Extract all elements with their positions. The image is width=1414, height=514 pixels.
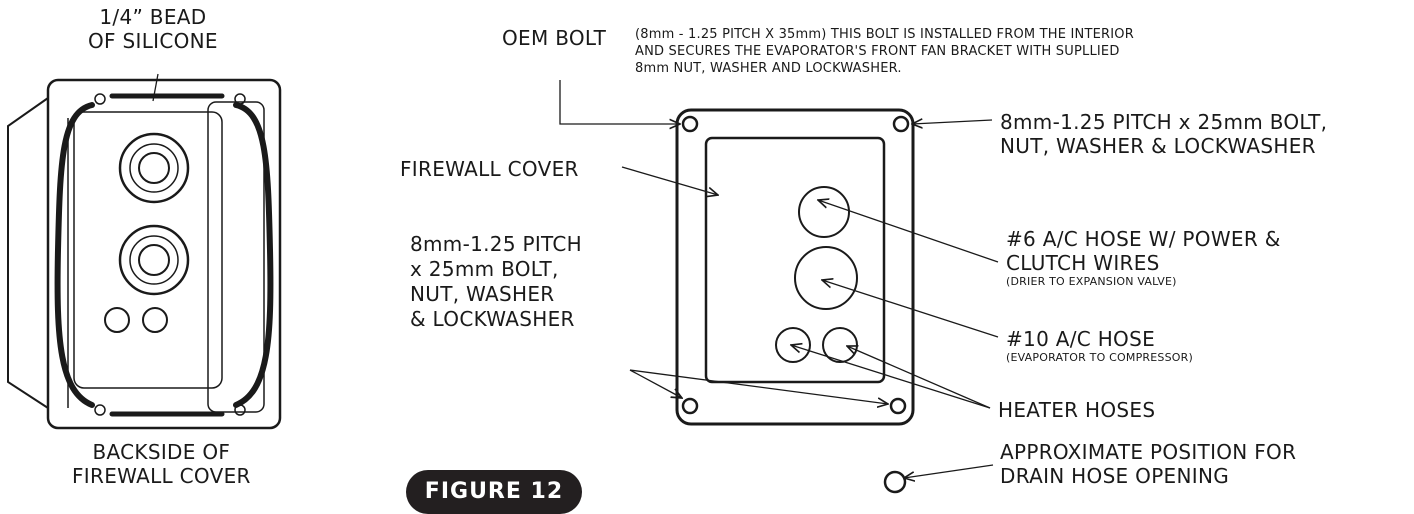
drain-hose-label: APPROXIMATE POSITION FOR DRAIN HOSE OPEN…	[1000, 440, 1296, 488]
drain-hole-marker	[883, 470, 907, 494]
backside-recess	[73, 111, 223, 389]
backside-heater-hole	[104, 307, 130, 333]
backside-fitting-lower-ring	[129, 235, 179, 285]
hose-10-note: (EVAPORATOR TO COMPRESSOR)	[1006, 351, 1193, 364]
hose-10-leader	[822, 280, 999, 338]
oem-bolt-line: AND SECURES THE EVAPORATOR'S FRONT FAN B…	[635, 43, 1120, 59]
heater-leader-right	[847, 346, 991, 409]
hose-6-line: CLUTCH WIRES	[1006, 251, 1160, 275]
backside-fitting-lower-bore	[138, 244, 170, 276]
hose-6-leader	[818, 200, 999, 263]
hose-10-label: #10 A/C HOSE (EVAPORATOR TO COMPRESSOR)	[1006, 327, 1193, 364]
drain-leader	[904, 464, 994, 478]
backside-caption: BACKSIDE OF FIREWALL COVER	[72, 440, 251, 488]
silicone-leader	[152, 73, 159, 102]
heater-port-left	[775, 327, 811, 363]
top-right-bolt-hole	[892, 115, 910, 133]
top-right-bolt-line: 8mm-1.25 PITCH x 25mm BOLT,	[1000, 110, 1328, 134]
hose-6-label: #6 A/C HOSE W/ POWER & CLUTCH WIRES (DRI…	[1006, 227, 1281, 288]
heater-leader-left	[791, 345, 991, 409]
left-bolt-line: 8mm-1.25 PITCH	[410, 232, 583, 256]
silicone-bead-label: 1/4” BEAD OF SILICONE	[88, 5, 218, 53]
left-bolt-line: x 25mm BOLT,	[410, 257, 559, 281]
backside-fitting-lower	[118, 224, 190, 296]
backside-caption-line: FIREWALL COVER	[72, 464, 251, 488]
silicone-bead-line: OF SILICONE	[88, 29, 218, 53]
backside-cover-drawing	[7, 73, 282, 430]
bottom-left-bolt-hole	[681, 397, 699, 415]
firewall-cover-label: FIREWALL COVER	[400, 157, 579, 181]
backside-screw-hole	[94, 404, 106, 416]
top-right-bolt-line: NUT, WASHER & LOCKWASHER	[1000, 134, 1316, 158]
silicone-bead-line: 1/4” BEAD	[99, 5, 207, 29]
heater-port-right	[822, 327, 858, 363]
leader-lines	[559, 80, 999, 478]
hose-10-port	[794, 246, 858, 310]
drain-hose-line: APPROXIMATE POSITION FOR	[1000, 440, 1297, 464]
backside-flange	[46, 78, 282, 430]
backside-screw-hole	[234, 93, 246, 105]
oem-bolt-line: (8mm - 1.25 PITCH X 35mm) THIS BOLT IS I…	[635, 27, 1134, 42]
left-bolt-label: 8mm-1.25 PITCH x 25mm BOLT, NUT, WASHER …	[410, 232, 582, 332]
figure-badge: FIGURE 12	[406, 470, 582, 514]
backside-box-body	[7, 97, 49, 409]
backside-fitting-upper-ring	[129, 143, 179, 193]
backside-panel	[207, 101, 265, 413]
left-bolt-line: NUT, WASHER	[410, 282, 555, 306]
top-right-bolt-leader	[912, 120, 993, 124]
heater-hoses-label: HEATER HOSES	[998, 398, 1156, 422]
oem-bolt-description: (8mm - 1.25 PITCH X 35mm) THIS BOLT IS I…	[635, 27, 1134, 78]
backside-fitting-upper	[118, 132, 190, 204]
backside-screw-hole	[94, 93, 106, 105]
cover-inner-panel	[704, 136, 886, 384]
oem-bolt-hole	[681, 115, 699, 133]
left-bolt-leader-b	[629, 369, 888, 404]
top-right-bolt-label: 8mm-1.25 PITCH x 25mm BOLT, NUT, WASHER …	[1000, 110, 1327, 158]
firewall-cover-drawing	[675, 108, 915, 494]
backside-heater-hole	[142, 307, 168, 333]
cover-outer-plate	[675, 108, 915, 426]
hose-6-port	[798, 186, 850, 238]
hose-6-note: (DRIER TO EXPANSION VALVE)	[1006, 275, 1177, 288]
oem-bolt-leader	[559, 80, 680, 124]
oem-bolt-line: 8mm NUT, WASHER AND LOCKWASHER.	[635, 60, 902, 76]
silicone-bead-left	[54, 102, 95, 408]
oem-bolt-title: OEM BOLT	[502, 26, 607, 50]
drain-hose-line: DRAIN HOSE OPENING	[1000, 464, 1230, 488]
firewall-cover-leader	[621, 166, 718, 195]
left-bolt-line: & LOCKWASHER	[410, 307, 575, 331]
backside-fitting-upper-bore	[138, 152, 170, 184]
hose-6-line: #6 A/C HOSE W/ POWER &	[1006, 227, 1281, 251]
left-bolt-leader-a	[629, 369, 682, 398]
silicone-bead-right	[233, 102, 274, 408]
hose-10-title: #10 A/C HOSE	[1006, 327, 1156, 351]
bottom-right-bolt-hole	[889, 397, 907, 415]
backside-screw-hole	[234, 404, 246, 416]
backside-caption-line: BACKSIDE OF	[92, 440, 231, 464]
firewall-diagram	[7, 73, 999, 494]
